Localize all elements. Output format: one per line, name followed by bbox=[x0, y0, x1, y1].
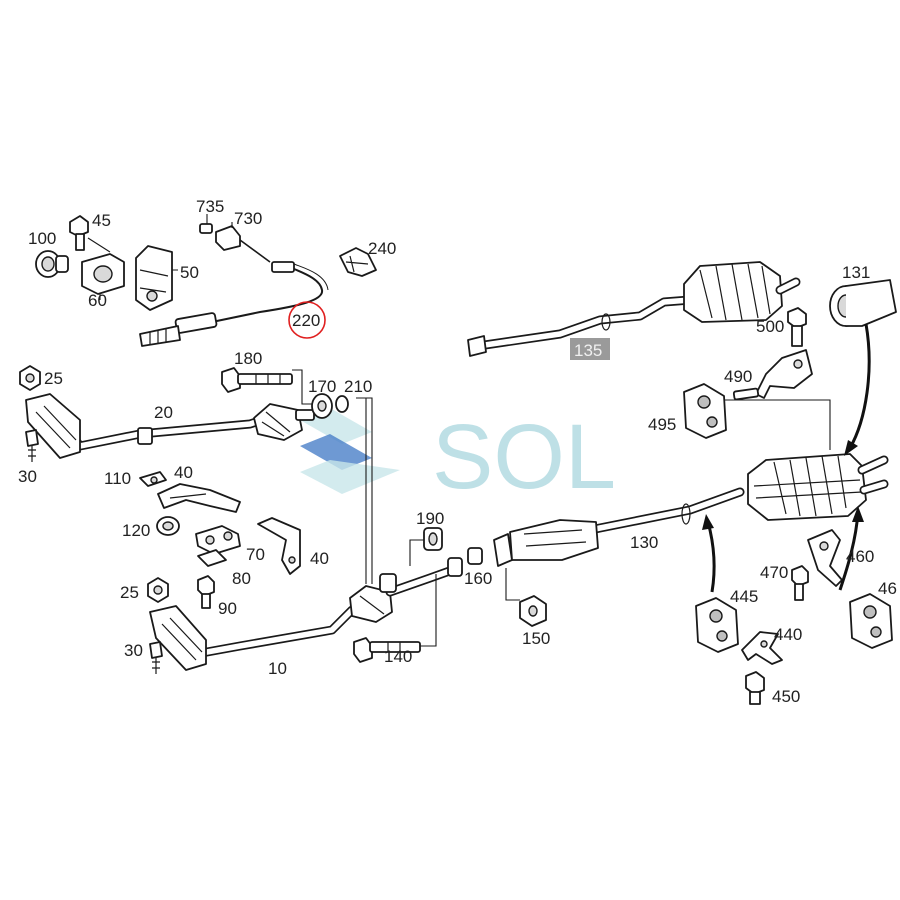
part-50-bracket bbox=[135, 245, 173, 311]
part-25-nut-bottom bbox=[147, 577, 169, 603]
label-140: 140 bbox=[384, 647, 412, 666]
leaders-group-45-60-50 bbox=[87, 237, 178, 300]
label-20: 20 bbox=[154, 403, 173, 422]
leader-150 bbox=[505, 568, 520, 601]
label-40-bottom: 40 bbox=[310, 549, 329, 568]
arrow-445-head bbox=[702, 514, 714, 530]
part-45-bolt bbox=[69, 215, 89, 251]
part-140-bolt bbox=[353, 637, 421, 663]
part-440-clip bbox=[741, 631, 783, 665]
part-130-center-pipe bbox=[493, 487, 745, 567]
part-730-735-connector bbox=[199, 214, 271, 263]
part-46-rubber-hanger bbox=[849, 593, 893, 649]
label-460: 460 bbox=[846, 547, 874, 566]
label-45: 45 bbox=[92, 211, 111, 230]
part-160-clamp bbox=[447, 557, 463, 577]
label-30-bottom: 30 bbox=[124, 641, 143, 660]
part-80-clip bbox=[197, 549, 227, 567]
label-470: 470 bbox=[760, 563, 788, 582]
label-500: 500 bbox=[756, 317, 784, 336]
label-450: 450 bbox=[772, 687, 800, 706]
label-130: 130 bbox=[630, 533, 658, 552]
part-20-front-pipe bbox=[25, 393, 315, 459]
label-160: 160 bbox=[464, 569, 492, 588]
part-445-rubber-hanger bbox=[695, 597, 739, 653]
leader-180-170 bbox=[292, 369, 312, 405]
label-180: 180 bbox=[234, 349, 262, 368]
leader-140 bbox=[420, 574, 437, 647]
tag-135: 135 bbox=[570, 338, 610, 360]
part-30-stud-top bbox=[25, 429, 39, 462]
label-40-top: 40 bbox=[174, 463, 193, 482]
tag-135-label: 135 bbox=[574, 341, 602, 360]
arrow-46-head bbox=[852, 506, 864, 522]
label-100: 100 bbox=[28, 229, 56, 248]
part-131-tail-tip bbox=[829, 279, 897, 327]
label-490: 490 bbox=[724, 367, 752, 386]
watermark-logo-icon bbox=[300, 408, 400, 494]
arrow-131-to-muffler bbox=[848, 323, 871, 449]
part-labels: 45 100 50 60 735 730 240 220 25 180 170 … bbox=[18, 197, 897, 706]
leader-495 bbox=[724, 399, 831, 450]
part-rear-muffler bbox=[747, 453, 889, 521]
leader-190 bbox=[409, 539, 424, 566]
label-46: 46 bbox=[878, 579, 897, 598]
part-100-nut bbox=[35, 250, 69, 278]
label-170: 170 bbox=[308, 377, 336, 396]
label-50: 50 bbox=[180, 263, 199, 282]
part-495-rubber-hanger bbox=[683, 383, 727, 439]
label-495: 495 bbox=[648, 415, 676, 434]
label-30-top: 30 bbox=[18, 467, 37, 486]
part-90-bolt bbox=[197, 575, 215, 609]
part-110-clip bbox=[139, 471, 167, 487]
watermark: SOL bbox=[300, 406, 616, 508]
part-60-clamp bbox=[81, 253, 125, 295]
part-490-bracket bbox=[732, 349, 813, 401]
label-10: 10 bbox=[268, 659, 287, 678]
label-445: 445 bbox=[730, 587, 758, 606]
label-440: 440 bbox=[774, 625, 802, 644]
label-150: 150 bbox=[522, 629, 550, 648]
label-25-bottom: 25 bbox=[120, 583, 139, 602]
label-70: 70 bbox=[246, 545, 265, 564]
label-735: 735 bbox=[196, 197, 224, 216]
label-210: 210 bbox=[344, 377, 372, 396]
part-460-bracket bbox=[807, 529, 843, 587]
arrow-445-up bbox=[706, 521, 716, 593]
label-240: 240 bbox=[368, 239, 396, 258]
label-80: 80 bbox=[232, 569, 251, 588]
part-470-stud bbox=[791, 565, 809, 601]
watermark-text: SOL bbox=[432, 406, 616, 508]
part-170-gasket bbox=[311, 393, 333, 419]
part-190-mount bbox=[423, 527, 443, 551]
part-40-bracket-lower bbox=[257, 517, 301, 575]
label-131: 131 bbox=[842, 263, 870, 282]
part-30-stud-bottom bbox=[149, 641, 163, 674]
label-90: 90 bbox=[218, 599, 237, 618]
label-120: 120 bbox=[122, 521, 150, 540]
part-180-bolt bbox=[221, 367, 293, 393]
part-220-oxygen-sensor bbox=[139, 261, 329, 347]
label-220: 220 bbox=[292, 311, 320, 330]
label-730: 730 bbox=[234, 209, 262, 228]
part-210-ring bbox=[335, 395, 349, 413]
label-190: 190 bbox=[416, 509, 444, 528]
highlight-circle bbox=[288, 301, 326, 339]
part-450-bolt bbox=[745, 671, 765, 705]
part-150-mount-ring bbox=[467, 547, 547, 627]
part-70-hanger bbox=[195, 525, 241, 555]
arrow-131-head bbox=[844, 440, 858, 456]
leader-210-down bbox=[356, 397, 373, 584]
label-110: 110 bbox=[104, 469, 131, 488]
part-120-bushing bbox=[156, 516, 180, 536]
part-500-bolt bbox=[787, 307, 807, 347]
label-25-top: 25 bbox=[44, 369, 63, 388]
part-240-clip bbox=[339, 247, 377, 277]
part-40-bracket-upper bbox=[157, 483, 241, 513]
part-25-nut-top bbox=[19, 365, 41, 391]
label-60: 60 bbox=[88, 291, 107, 310]
part-135-mid-pipe bbox=[467, 261, 801, 357]
